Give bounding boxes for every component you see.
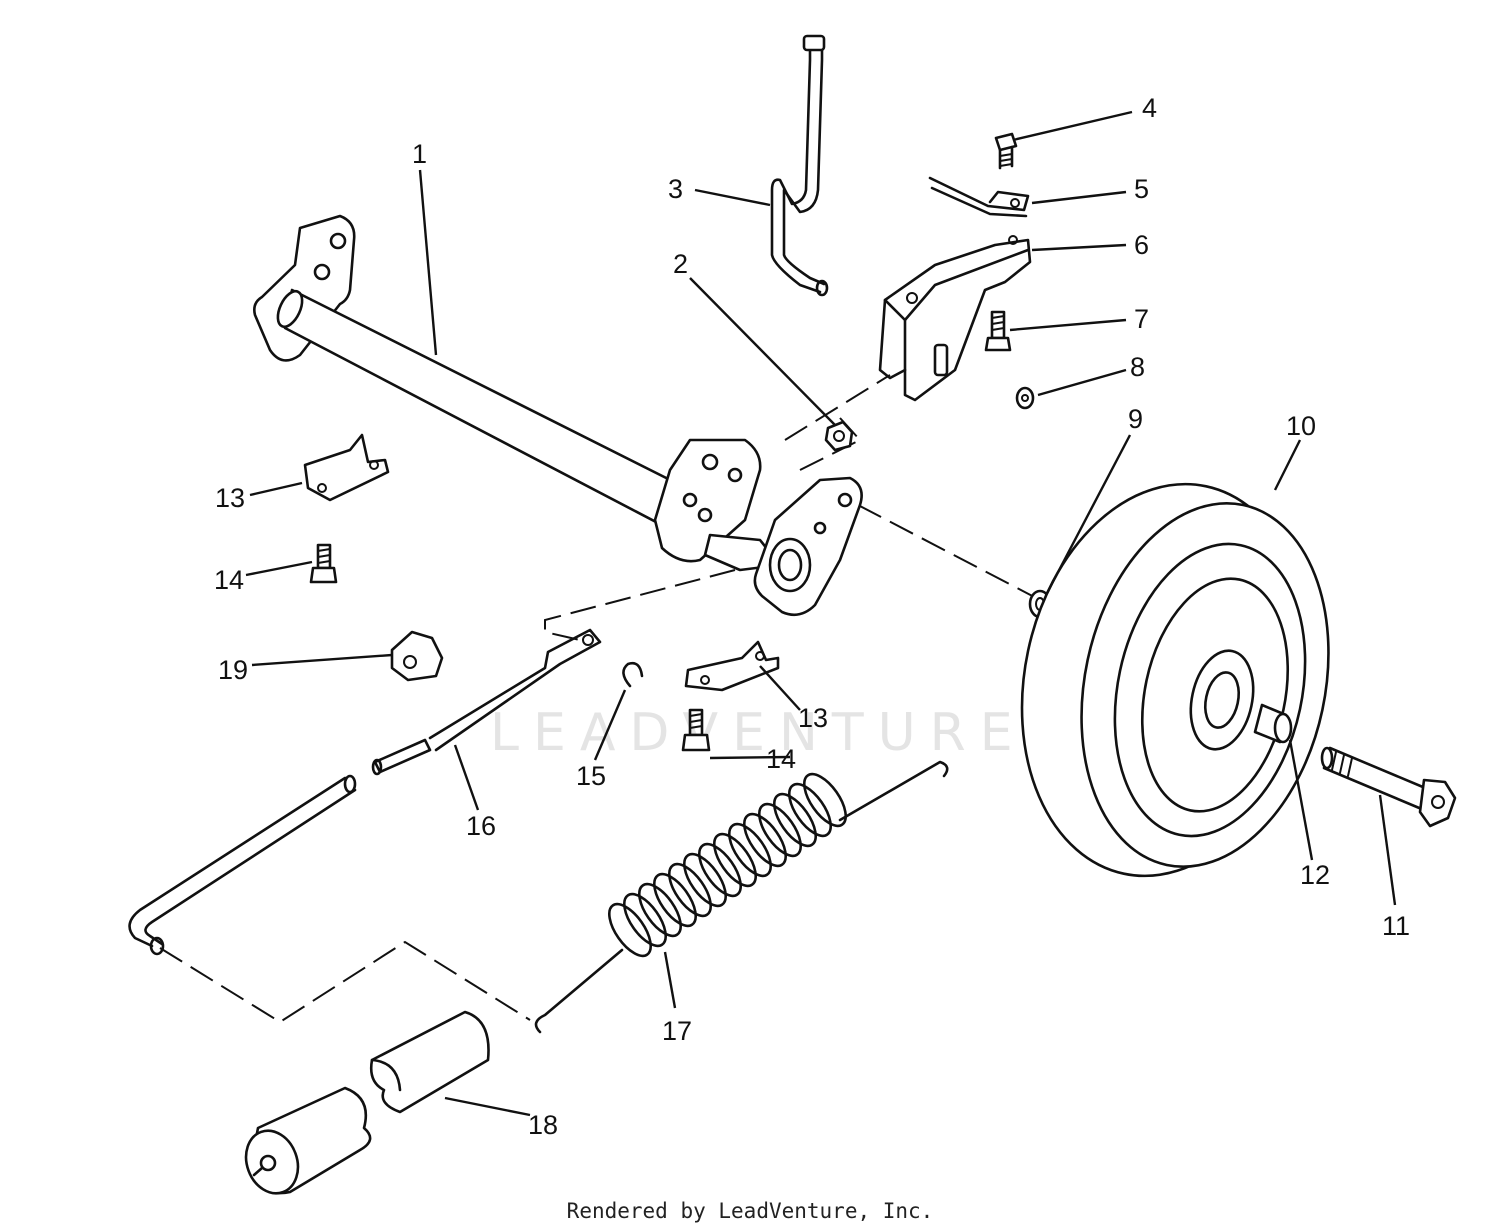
handle-grip — [244, 1010, 490, 1195]
watermark-text: LEADVENTURE — [490, 703, 1027, 763]
callout-labels: 1 2 3 4 5 6 7 8 9 10 11 12 13 13 14 14 1… — [214, 93, 1410, 1140]
callout-17: 17 — [662, 1016, 692, 1046]
bearing-flange — [753, 476, 863, 617]
callout-4: 4 — [1142, 93, 1157, 123]
hex-bolt-14-lower — [681, 708, 711, 752]
callout-8: 8 — [1130, 352, 1145, 382]
handle-rod — [128, 774, 357, 956]
clip-bracket-upper — [303, 433, 390, 502]
callout-7: 7 — [1134, 304, 1149, 334]
callout-10: 10 — [1286, 411, 1316, 441]
leader-lines — [245, 110, 1397, 1117]
lift-lever-rod — [770, 34, 829, 297]
callout-13-lower: 13 — [798, 703, 828, 733]
clip-bracket-lower — [684, 640, 780, 692]
callout-11: 11 — [1382, 911, 1410, 941]
callout-16: 16 — [466, 811, 496, 841]
axle-tube — [253, 214, 782, 572]
callout-13-upper: 13 — [215, 483, 245, 513]
callout-2: 2 — [673, 249, 688, 279]
hex-bolt-7 — [984, 310, 1012, 352]
extension-spring — [534, 760, 949, 1034]
callout-9: 9 — [1128, 404, 1143, 434]
wheel-bushing — [1253, 703, 1293, 744]
hex-bolt-4 — [994, 132, 1018, 170]
retaining-ring — [622, 661, 644, 688]
callout-5: 5 — [1134, 174, 1149, 204]
link-rod — [371, 628, 602, 776]
footer-credit: Rendered by LeadVenture, Inc. — [567, 1199, 934, 1223]
shoulder-bolt — [1320, 746, 1457, 828]
callout-12: 12 — [1300, 860, 1330, 890]
callout-15: 15 — [576, 761, 606, 791]
callout-18: 18 — [528, 1110, 558, 1140]
hex-nut — [824, 420, 854, 452]
lever-bracket — [878, 235, 1032, 402]
lever-knob — [390, 630, 444, 682]
callout-6: 6 — [1134, 230, 1149, 260]
callout-14-lower: 14 — [766, 744, 796, 774]
wheel-tire — [1020, 482, 1330, 878]
spring-clip — [928, 176, 1030, 218]
hex-bolt-14-upper — [309, 543, 338, 584]
lock-washer — [1015, 386, 1035, 410]
callout-14-upper: 14 — [214, 565, 244, 595]
callout-3: 3 — [668, 174, 683, 204]
callout-1: 1 — [412, 139, 427, 169]
callout-19: 19 — [218, 655, 248, 685]
